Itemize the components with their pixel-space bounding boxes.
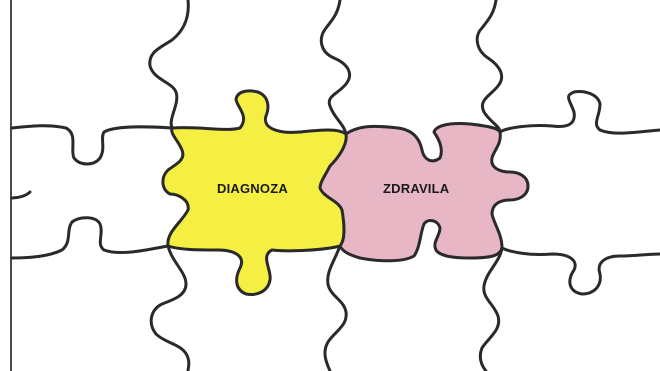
piece-label-zdravila: ZDRAVILA [383,181,449,196]
seam-left-notch [12,192,30,198]
piece-label-diagnoza: DIAGNOZA [217,181,288,196]
